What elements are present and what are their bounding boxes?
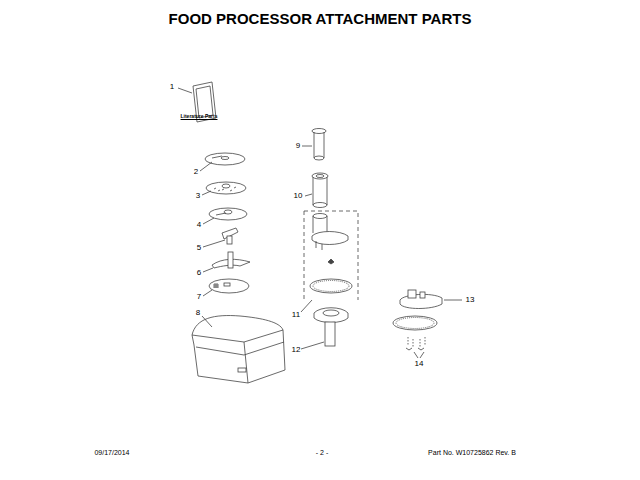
food-pusher-small: [302, 129, 326, 161]
callout-number: 5: [197, 244, 201, 252]
callout-number: 8: [196, 309, 200, 317]
callout-number: 9: [296, 142, 300, 150]
dough-blade: [203, 228, 238, 247]
disc-assembly: [393, 290, 462, 330]
assembly-bracket: [304, 211, 358, 300]
dicing-disc: [203, 208, 247, 224]
footer-text: - 2 -: [316, 449, 328, 456]
screws: [406, 337, 425, 358]
food-pusher-large: [305, 173, 328, 208]
literature-label: Literature Parts: [181, 114, 218, 119]
multipurpose-blade: [203, 252, 250, 272]
shredding-disc: [202, 182, 246, 195]
page-title: FOOD PROCESSOR ATTACHMENT PARTS: [0, 11, 640, 26]
footer-text: Part No. W10725862 Rev. B: [428, 449, 516, 456]
callout-number: 13: [466, 296, 475, 304]
grid-disc: [203, 279, 249, 296]
footer-text: 09/17/2014: [94, 449, 129, 456]
callout-number: 6: [197, 269, 201, 277]
callout-number: 7: [197, 293, 201, 301]
callout-number: 2: [194, 168, 198, 176]
callout-number: 12: [292, 346, 301, 354]
feed-adapter: [301, 308, 348, 349]
callout-number: 4: [197, 221, 201, 229]
lid-assembly: [301, 214, 352, 313]
callout-number: 3: [196, 192, 200, 200]
slicing-disc: [200, 153, 245, 171]
storage-case: [192, 316, 285, 383]
callout-number: 1: [170, 83, 174, 91]
callout-number: 10: [294, 192, 303, 200]
callout-number: 11: [292, 311, 300, 319]
callout-number: 14: [415, 360, 424, 368]
